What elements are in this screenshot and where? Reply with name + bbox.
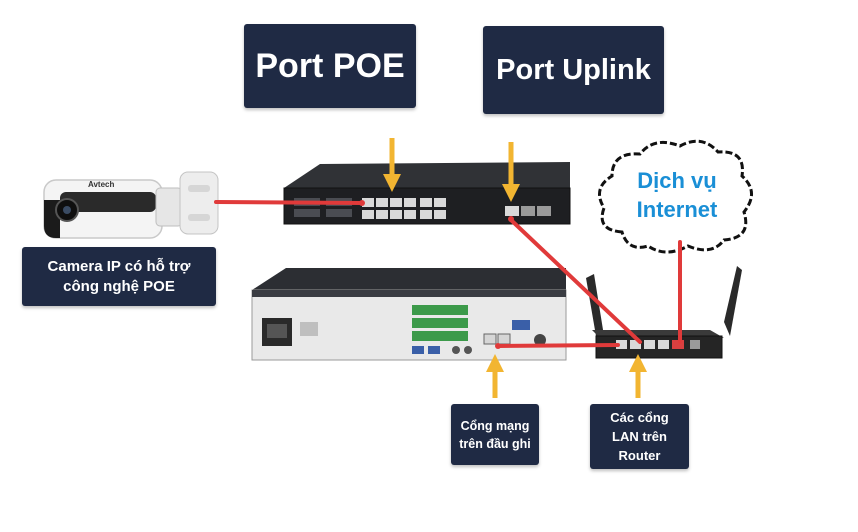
router [586,266,742,359]
ip-camera [43,171,219,239]
cable-switch-to-router [509,218,642,344]
poe-switch [283,162,571,225]
port-uplink-label: Port Uplink [483,26,664,114]
camera-label: Camera IP có hỗ trợ công nghệ POE [22,247,216,306]
nvr-port-label: Cổng mạng trên đầu ghi [451,404,539,465]
port-poe-label: Port POE [244,24,416,108]
arrow-uplink [502,142,520,202]
internet-cloud [598,139,753,254]
arrow-nvr-port [486,354,504,398]
router-lan-ports-label: Các cổng LAN trên Router [590,404,689,469]
cable-nvr-to-router [496,343,620,348]
nvr-recorder [251,268,567,361]
camera-brand-text: Avtech [88,180,114,189]
arrow-router-ports [629,354,647,398]
arrow-poe [383,138,401,192]
cable-camera-to-switch [214,200,364,205]
cables [214,200,682,348]
internet-service-label: Dịch vụ Internet [636,168,718,222]
arrows [383,138,647,398]
